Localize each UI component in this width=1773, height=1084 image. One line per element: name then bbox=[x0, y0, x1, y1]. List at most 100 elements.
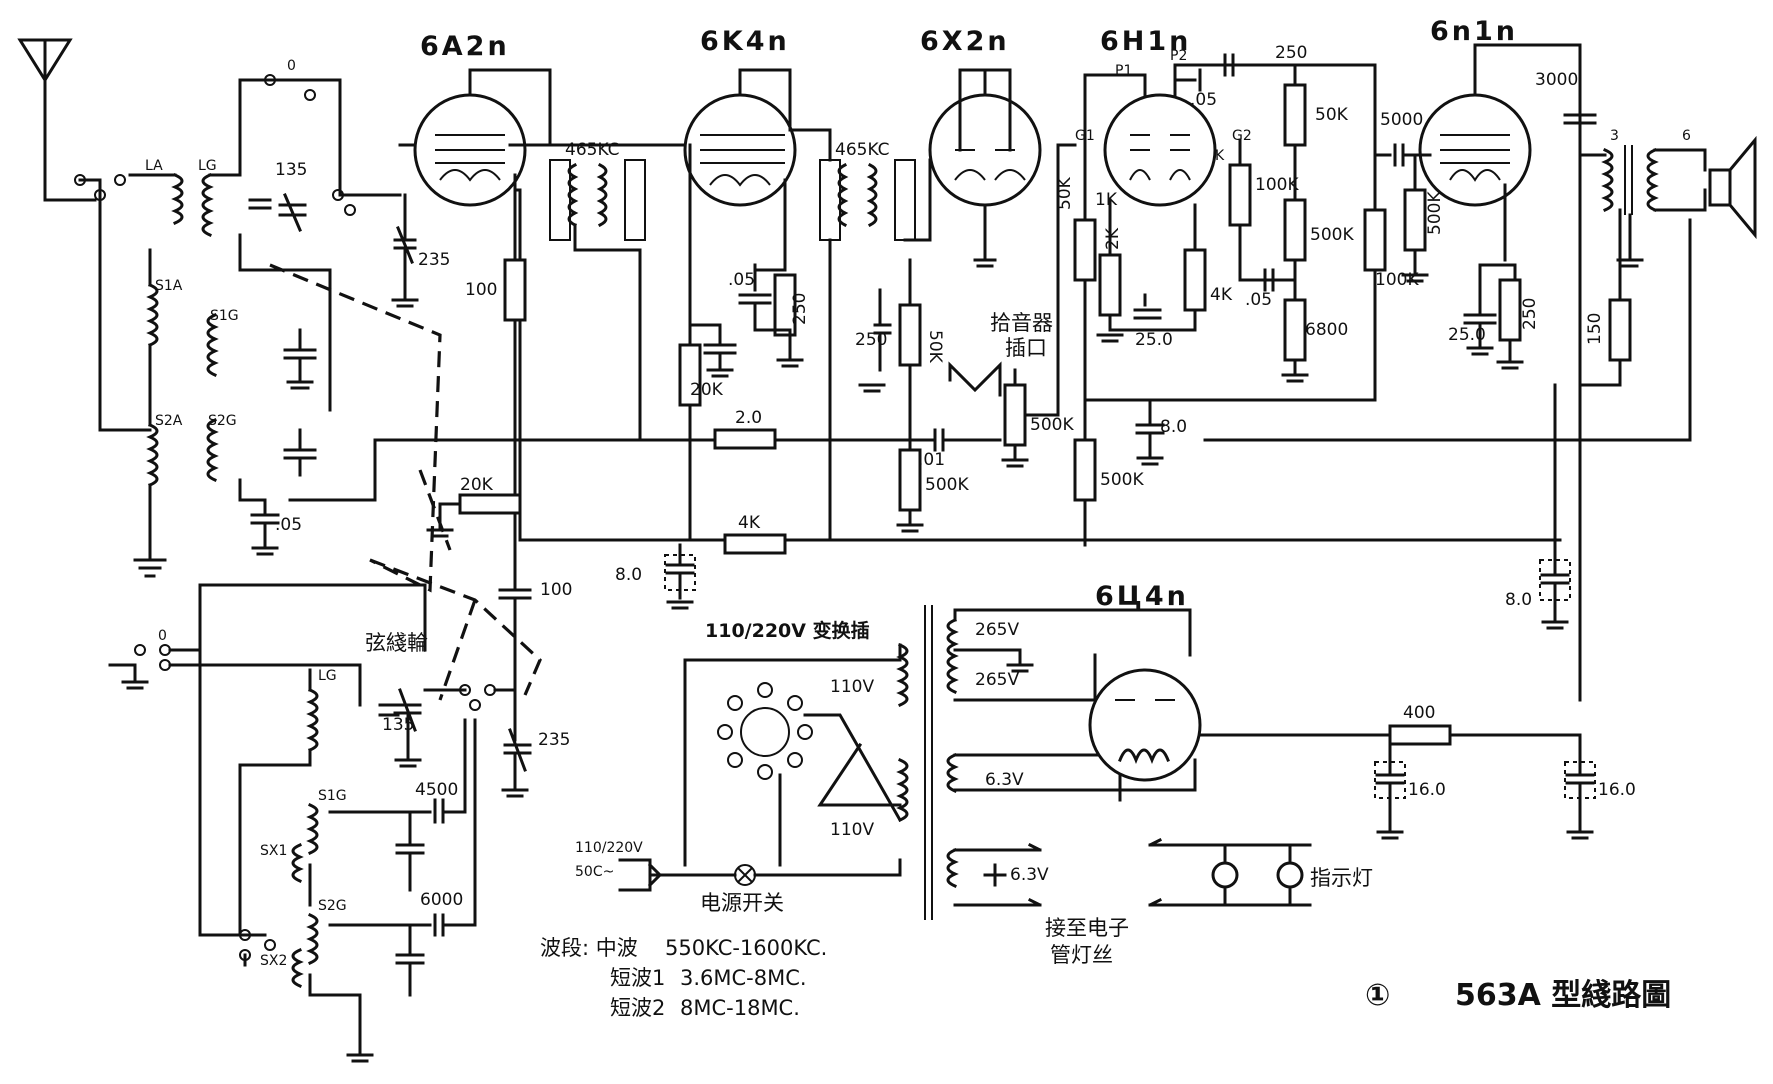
svg-text:500K: 500K bbox=[1100, 470, 1144, 490]
potentiometer-500k: 500K bbox=[1283, 198, 1354, 262]
svg-text:6A2n: 6A2n bbox=[420, 31, 510, 62]
ground-icon bbox=[251, 546, 279, 556]
resistor-6800: 6800 bbox=[1283, 298, 1348, 362]
svg-text:接至电子: 接至电子 bbox=[1045, 916, 1129, 940]
capacitor-250-p: 250 bbox=[1198, 43, 1307, 77]
svg-text:①: ① bbox=[1365, 978, 1390, 1013]
power-switch-icon bbox=[734, 864, 756, 886]
coil-s2a: S2A bbox=[146, 413, 183, 487]
svg-text:3.6MC-8MC.: 3.6MC-8MC. bbox=[680, 966, 807, 990]
coil-la: LA bbox=[128, 158, 184, 225]
output-transformer: 3 6 bbox=[1601, 128, 1691, 215]
capacitor-25-0-b: 25.0 bbox=[1448, 263, 1497, 347]
capacitor-3000: 3000 bbox=[1535, 70, 1597, 125]
svg-text:6.3V: 6.3V bbox=[1010, 865, 1049, 885]
capacitor-05-p: .05 bbox=[1173, 68, 1217, 110]
variable-capacitor-235-osc: 235 bbox=[503, 728, 570, 772]
svg-text:4K: 4K bbox=[1210, 285, 1233, 305]
capacitor-01-det: .01 bbox=[908, 428, 1002, 470]
if-transformer-1: 465KC bbox=[549, 140, 646, 241]
svg-text:235: 235 bbox=[418, 250, 450, 270]
tube-6k4n: 6K4n bbox=[683, 26, 797, 207]
svg-text:50K: 50K bbox=[925, 330, 945, 364]
svg-text:100: 100 bbox=[540, 580, 572, 600]
tube-6x2n: 6X2n bbox=[920, 26, 1042, 207]
capacitor-6000: 6000 bbox=[328, 718, 477, 937]
svg-text:管灯丝: 管灯丝 bbox=[1050, 943, 1113, 967]
svg-text:P2: P2 bbox=[1170, 48, 1187, 64]
mains-plug-icon bbox=[618, 858, 663, 892]
resistor-50k-det: 50K bbox=[898, 303, 945, 367]
capacitor-8-0-c: 8.0 bbox=[1505, 538, 1571, 622]
svg-text:0: 0 bbox=[287, 58, 296, 74]
resistor-50k-p: 50K bbox=[1283, 83, 1349, 147]
svg-text:3: 3 bbox=[1610, 128, 1619, 144]
svg-text:500K: 500K bbox=[925, 475, 969, 495]
tube-6ts4n: 6Ц4n bbox=[1088, 581, 1202, 782]
svg-text:550KC-1600KC.: 550KC-1600KC. bbox=[665, 936, 827, 960]
coil-lg-sw: LG bbox=[306, 668, 337, 752]
svg-text:6K4n: 6K4n bbox=[700, 26, 790, 57]
volume-potentiometer: 500K bbox=[1003, 383, 1074, 447]
svg-text:6X2n: 6X2n bbox=[920, 26, 1010, 57]
svg-text:SX1: SX1 bbox=[260, 843, 287, 859]
svg-text:100K: 100K bbox=[1255, 175, 1299, 195]
pickup-label-1: 拾音器 bbox=[990, 311, 1053, 335]
svg-text:110V: 110V bbox=[830, 820, 874, 840]
svg-text:6000: 6000 bbox=[420, 890, 463, 910]
svg-text:LG: LG bbox=[198, 158, 217, 174]
svg-text:250: 250 bbox=[790, 293, 810, 325]
trimmer-s1g bbox=[283, 328, 317, 390]
coil-s2g-sw: S2G bbox=[306, 898, 347, 965]
svg-text:6Ц4n: 6Ц4n bbox=[1095, 581, 1189, 612]
coil-s2g: S2G bbox=[206, 413, 237, 482]
svg-text:S1G: S1G bbox=[210, 308, 239, 324]
capacitor-25-0-a: 25.0 bbox=[1133, 293, 1173, 350]
resistor-400: 400 bbox=[1388, 703, 1452, 746]
antenna-icon bbox=[17, 38, 73, 122]
tube-6h1n: 6H1n bbox=[1100, 26, 1217, 207]
tube-6n1n: 6n1n bbox=[1418, 16, 1532, 207]
svg-text:P1: P1 bbox=[1115, 63, 1132, 79]
capacitor-4500: 4500 bbox=[408, 718, 467, 824]
svg-text:S2G: S2G bbox=[318, 898, 347, 914]
tube-6a2n: 6A2n bbox=[413, 31, 527, 207]
svg-text:6.3V: 6.3V bbox=[985, 770, 1024, 790]
resistor-4k-b: 4K bbox=[1183, 248, 1233, 312]
svg-text:G2: G2 bbox=[1232, 128, 1252, 144]
svg-text:25.0: 25.0 bbox=[1135, 330, 1173, 350]
svg-text:50K: 50K bbox=[1315, 105, 1349, 125]
svg-text:50C~: 50C~ bbox=[575, 864, 614, 880]
voltage-selector-icon bbox=[717, 682, 813, 780]
svg-text:6: 6 bbox=[1682, 128, 1691, 144]
resistor-2-0: 2.0 bbox=[713, 408, 777, 450]
svg-text:135: 135 bbox=[275, 160, 307, 180]
resistor-50k-g1: 50K bbox=[1055, 176, 1097, 282]
svg-text:LA: LA bbox=[145, 158, 163, 174]
resistor-100k-g: 100K bbox=[1228, 163, 1299, 227]
svg-text:500K: 500K bbox=[1030, 415, 1074, 435]
resistor-2k: 2K bbox=[1098, 227, 1123, 317]
svg-text:265V: 265V bbox=[975, 620, 1019, 640]
svg-text:SX2: SX2 bbox=[260, 953, 287, 969]
figure-title: ① 563A 型綫路圖 bbox=[1365, 978, 1671, 1013]
svg-text:短波2: 短波2 bbox=[610, 996, 665, 1020]
svg-text:8.0: 8.0 bbox=[1505, 590, 1532, 610]
variable-capacitor-135-osc: 135 bbox=[382, 688, 422, 735]
svg-text:4500: 4500 bbox=[415, 780, 458, 800]
svg-text:563A 型綫路圖: 563A 型綫路圖 bbox=[1455, 978, 1671, 1013]
svg-text:.05: .05 bbox=[728, 270, 755, 290]
if-transformer-2: 465KC bbox=[819, 140, 916, 241]
svg-text:电源开关: 电源开关 bbox=[700, 891, 784, 915]
coil-s1a: S1A bbox=[146, 278, 183, 347]
coil-sx2: SX2 bbox=[260, 948, 304, 988]
svg-text:135: 135 bbox=[382, 715, 414, 735]
svg-text:250: 250 bbox=[1275, 43, 1307, 63]
svg-text:465KC: 465KC bbox=[835, 140, 890, 160]
svg-text:265V: 265V bbox=[975, 670, 1019, 690]
resistor-250-if: 250 bbox=[773, 273, 810, 337]
svg-text:8MC-18MC.: 8MC-18MC. bbox=[680, 996, 800, 1020]
svg-text:.05: .05 bbox=[1245, 290, 1272, 310]
power-transformer bbox=[896, 605, 959, 920]
